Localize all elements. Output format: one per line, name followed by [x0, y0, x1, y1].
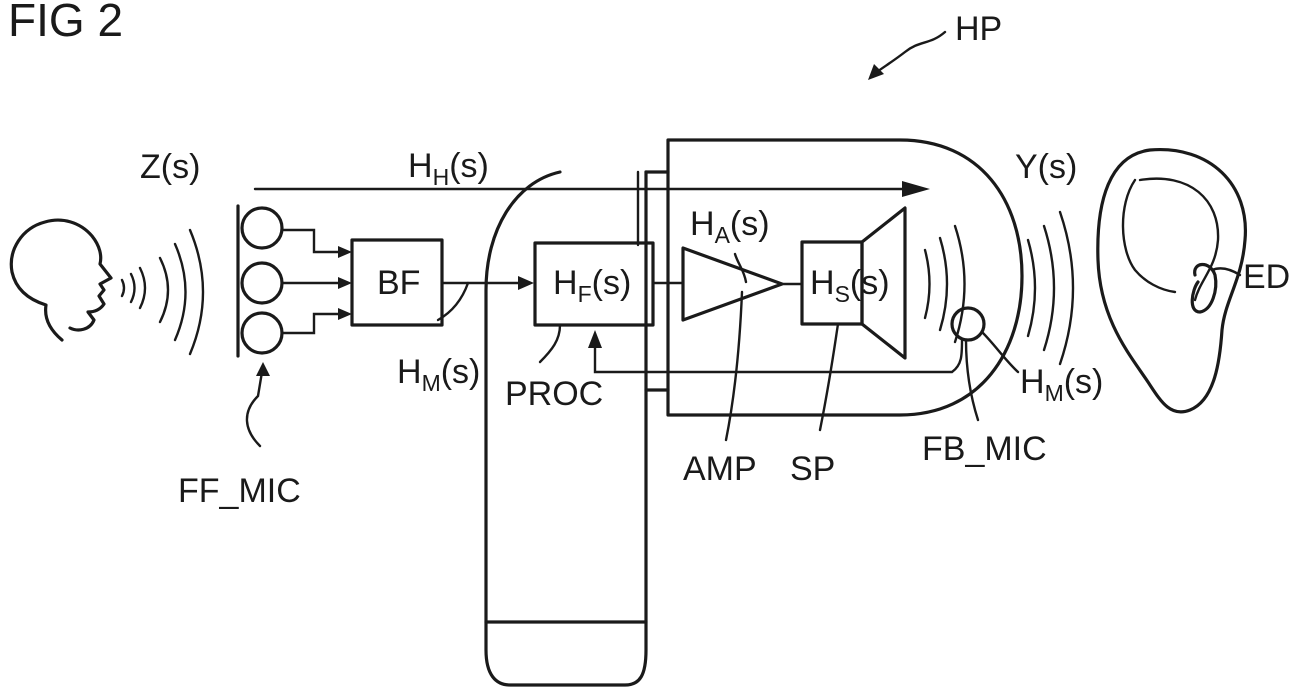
- sp-label: SP: [790, 450, 835, 488]
- amp-leader: [724, 290, 744, 442]
- hs-label: HS(s): [810, 264, 890, 307]
- ed-leader: [1210, 267, 1242, 277]
- feedback-arrowhead: [588, 330, 602, 348]
- amplifier-icon: [681, 246, 784, 322]
- speech-waves-icon: [120, 228, 205, 356]
- bf-label: BF: [377, 264, 420, 302]
- sp-leader: [818, 322, 840, 432]
- ha-leader: [733, 252, 748, 284]
- amp-label: AMP: [683, 450, 757, 488]
- proc-label: PROC: [505, 375, 603, 413]
- speaker-cone-icon: [860, 206, 907, 360]
- speaker-output-waves-icon: [923, 224, 966, 344]
- ha-label: HA(s): [690, 205, 770, 248]
- fb-mic-label: FB_MIC: [922, 430, 1047, 468]
- feedback-path: [593, 338, 964, 374]
- ff-mic-label: FF_MIC: [178, 472, 301, 510]
- fb-mic-icon: [950, 306, 986, 342]
- hm1-label: HM(s): [397, 353, 480, 396]
- hf-label: HF(s): [553, 264, 631, 307]
- hm2-label: HM(s): [1020, 363, 1103, 406]
- ys-label: Y(s): [1015, 148, 1077, 186]
- direct-path-arrowhead: [902, 181, 930, 197]
- proc-leader: [538, 323, 562, 364]
- hp-pointer-arrow: [868, 30, 947, 80]
- output-waves-icon: [1026, 210, 1075, 366]
- earpiece-housing: [666, 138, 1024, 417]
- fb-mic-leader: [964, 338, 980, 422]
- figure-title: FIG 2: [8, 0, 123, 46]
- device-housing: [484, 170, 648, 687]
- speaker-head-icon: [9, 218, 113, 342]
- ff-mic-pointer: [245, 362, 270, 448]
- bf-to-hf-arrowhead: [518, 276, 534, 290]
- hm1-leader: [436, 281, 470, 322]
- ear-icon: [1096, 148, 1247, 414]
- hm2-leader: [980, 330, 1020, 374]
- ed-label: ED: [1243, 258, 1290, 296]
- ff-mic-array-icon: [236, 204, 352, 358]
- hp-label: HP: [955, 10, 1002, 48]
- hh-label: HH(s): [408, 147, 489, 190]
- zs-label: Z(s): [140, 148, 200, 186]
